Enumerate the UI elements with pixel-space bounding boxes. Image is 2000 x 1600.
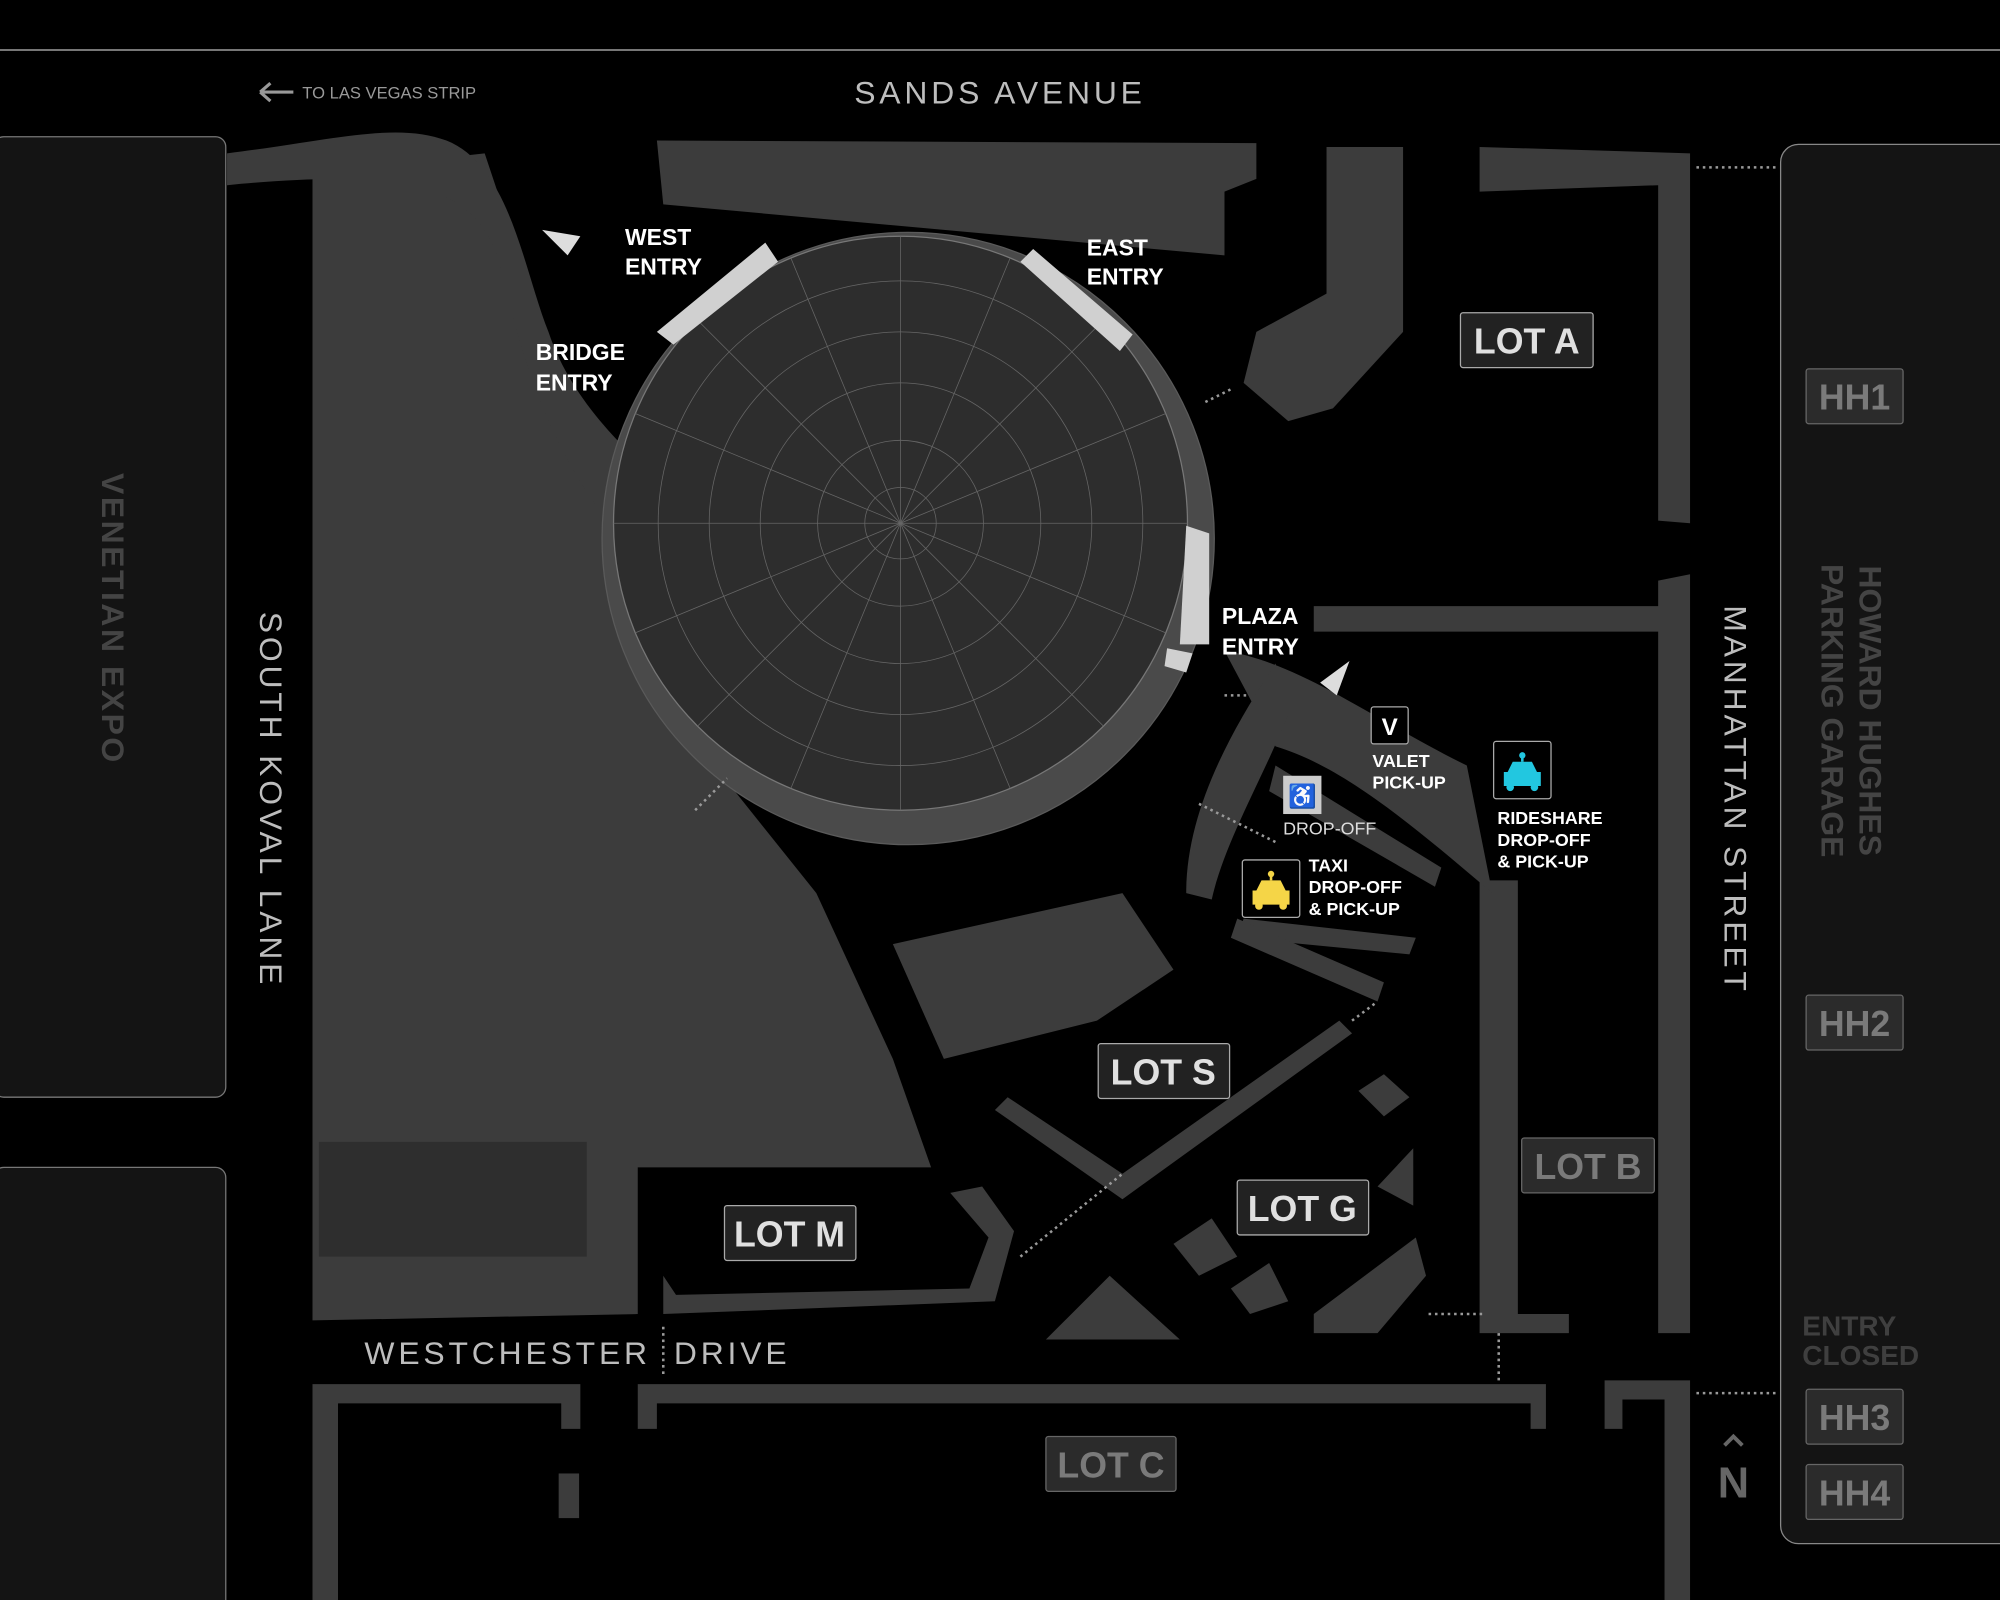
lot-hh3-label: HH3 (1819, 1398, 1890, 1438)
crosswalk-plaza (1320, 660, 1350, 696)
accessible-dropoff[interactable]: ♿ DROP-OFF (1283, 775, 1376, 839)
street-south-koval: SOUTH KOVAL LANE (253, 612, 289, 989)
entry-closed-line2: CLOSED (1802, 1340, 1919, 1371)
east-entry-line1: EAST (1087, 234, 1148, 260)
venetian-south-block (0, 1166, 227, 1600)
dropoff-label: DROP-OFF (1283, 818, 1376, 838)
to-strip-label: TO LAS VEGAS STRIP (302, 83, 476, 102)
walking-paths (661, 166, 1777, 1395)
wheelchair-icon (1283, 775, 1322, 815)
rideshare-icon (1503, 752, 1541, 792)
valet-line2: PICK-UP (1372, 773, 1445, 793)
plaza-entry-line2: ENTRY (1222, 634, 1299, 660)
bridge-entry-label[interactable]: BRIDGE ENTRY (536, 339, 625, 396)
rideshare-line1: RIDESHARE (1497, 808, 1602, 828)
entry-closed-line1: ENTRY (1802, 1311, 1896, 1342)
west-entry-line2: ENTRY (625, 253, 702, 279)
lot-hh4-label: HH4 (1819, 1473, 1891, 1513)
lot-hh1[interactable]: HH1 (1805, 368, 1904, 425)
venetian-expo-label: VENETIAN EXPO (95, 473, 131, 765)
howard-hughes-garage[interactable] (1779, 143, 2000, 1545)
lot-b-label: LOT B (1534, 1147, 1641, 1187)
north-label: N (1718, 1460, 1749, 1508)
lot-g-label: LOT G (1248, 1189, 1357, 1229)
rideshare-line2: DROP-OFF (1497, 830, 1590, 850)
crosswalk-west (542, 229, 581, 256)
howard-hughes-label-2: PARKING GARAGE (1814, 564, 1850, 857)
taxi-line3: & PICK-UP (1309, 899, 1400, 919)
lot-hh3[interactable]: HH3 (1805, 1388, 1904, 1445)
valet-line1: VALET (1372, 751, 1429, 771)
valet-icon (1370, 706, 1409, 745)
lot-m-label: LOT M (734, 1214, 845, 1254)
plaza-entry-label[interactable]: PLAZA ENTRY (1222, 603, 1299, 660)
lot-c[interactable]: LOT C (1045, 1435, 1177, 1492)
lot-hh2-label: HH2 (1819, 1004, 1890, 1044)
lot-hh2[interactable]: HH2 (1805, 994, 1904, 1051)
west-entry-line1: WEST (625, 224, 691, 250)
lot-g[interactable]: LOT G (1236, 1179, 1370, 1236)
to-strip-link[interactable]: TO LAS VEGAS STRIP (259, 81, 476, 103)
sphere-venue[interactable] (601, 231, 1215, 846)
lot-hh1-label: HH1 (1819, 378, 1890, 418)
venetian-expo-block[interactable] (0, 136, 227, 1098)
east-entry-label[interactable]: EAST ENTRY (1087, 234, 1164, 289)
street-manhattan: MANHATTAN STREET (1717, 605, 1753, 994)
lot-a-label: LOT A (1474, 322, 1580, 362)
lot-s[interactable]: LOT S (1097, 1042, 1231, 1100)
rideshare-pickup[interactable]: RIDESHARE DROP-OFF & PICK-UP (1492, 740, 1603, 872)
howard-hughes-label-1: HOWARD HUGHES (1853, 565, 1889, 855)
arrow-left-icon (259, 81, 294, 103)
north-compass: N (1718, 1433, 1749, 1508)
lot-m[interactable]: LOT M (723, 1204, 857, 1262)
north-arrow-icon (1723, 1433, 1744, 1447)
valet-icon-letter: V (1382, 714, 1398, 741)
taxi-icon (1252, 870, 1290, 910)
taxi-line2: DROP-OFF (1309, 877, 1402, 897)
valet-pickup[interactable]: V VALET PICK-UP (1370, 706, 1446, 793)
site-ground (227, 132, 1691, 1600)
lot-hh4[interactable]: HH4 (1805, 1463, 1904, 1521)
wheelchair-glyph: ♿ (1288, 783, 1317, 810)
lot-b[interactable]: LOT B (1521, 1137, 1655, 1194)
bridge-entry-line1: BRIDGE (536, 339, 625, 365)
building-block (318, 1141, 587, 1257)
lot-s-label: LOT S (1111, 1052, 1216, 1092)
taxi-pickup[interactable]: TAXI DROP-OFF & PICK-UP (1241, 855, 1402, 919)
lot-a[interactable]: LOT A (1459, 312, 1594, 369)
taxi-line1: TAXI (1309, 855, 1348, 875)
street-westchester: WESTCHESTER (364, 1335, 650, 1371)
rideshare-line3: & PICK-UP (1497, 852, 1588, 872)
lot-c-label: LOT C (1057, 1445, 1164, 1485)
bridge-entry-line2: ENTRY (536, 370, 613, 396)
street-sands-avenue: SANDS AVENUE (854, 75, 1146, 111)
street-drive: DRIVE (674, 1335, 791, 1371)
east-entry-line2: ENTRY (1087, 264, 1164, 290)
west-entry-label[interactable]: WEST ENTRY (625, 224, 702, 279)
plaza-entry-line1: PLAZA (1222, 603, 1298, 629)
